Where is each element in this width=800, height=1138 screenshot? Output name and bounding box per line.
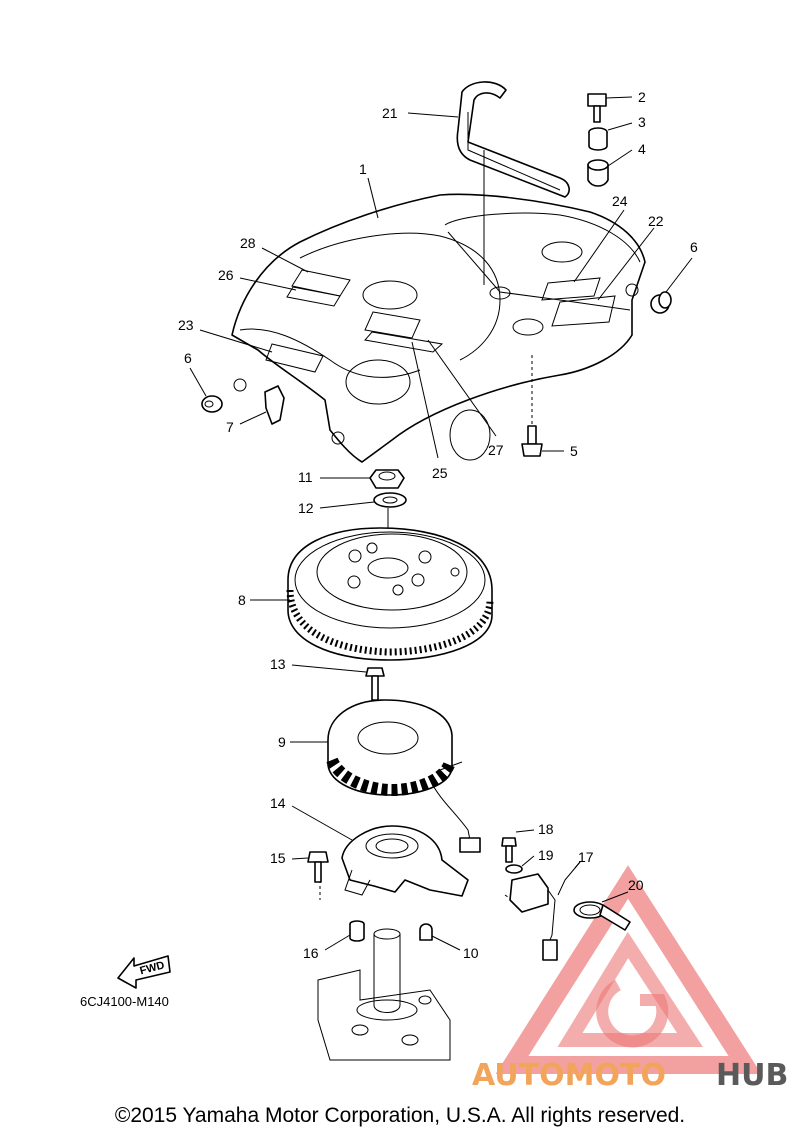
callout-19: 19: [521, 847, 554, 867]
svg-text:12: 12: [298, 500, 314, 516]
svg-text:14: 14: [270, 795, 286, 811]
svg-text:26: 26: [218, 267, 234, 283]
svg-text:21: 21: [382, 105, 398, 121]
svg-text:3: 3: [638, 114, 646, 130]
base-plate: [319, 825, 521, 906]
svg-text:2: 2: [638, 89, 646, 105]
svg-text:13: 13: [270, 656, 286, 672]
callout-25: 25: [411, 341, 448, 481]
svg-text:11: 11: [298, 469, 313, 485]
fwd-arrow-icon: FWD: [117, 955, 171, 989]
callout-8: 8: [238, 592, 290, 608]
svg-text:27: 27: [488, 442, 504, 458]
pulser-coil: [509, 861, 581, 961]
callout-10: 10: [431, 935, 479, 961]
svg-text:20: 20: [628, 877, 644, 893]
callout-28: 28: [240, 235, 309, 273]
callout-15: 15: [270, 850, 309, 866]
callout-22: 22: [597, 213, 664, 301]
callout-27: 27: [427, 339, 504, 458]
callout-4: 4: [607, 141, 646, 167]
washer: [373, 492, 407, 508]
washer-19: [505, 864, 523, 874]
stator: [326, 699, 481, 853]
svg-text:10: 10: [463, 945, 479, 961]
cover-clip: [264, 385, 285, 425]
screw-18: [501, 837, 517, 863]
callout-9: 9: [278, 734, 328, 750]
cover-bolt: [587, 93, 607, 123]
callout-2: 2: [605, 89, 646, 105]
callout-13: 13: [270, 656, 367, 673]
svg-text:4: 4: [638, 141, 646, 157]
callout-1: 1: [359, 161, 379, 219]
cable-band: [573, 901, 631, 931]
grommet-left: [201, 395, 223, 413]
callout-24: 24: [573, 193, 628, 283]
svg-text:AUTOMOTO: AUTOMOTO: [472, 1058, 666, 1093]
flywheel-cover: [231, 193, 646, 463]
svg-text:7: 7: [226, 419, 234, 435]
svg-text:16: 16: [303, 945, 319, 961]
callout-17: 17: [574, 849, 594, 869]
part-code: 6CJ4100-M140: [80, 994, 169, 1009]
cover-stud: [521, 355, 543, 457]
callout-7: 7: [226, 411, 267, 435]
callout-23: 23: [178, 317, 273, 353]
svg-text:9: 9: [278, 734, 286, 750]
crankshaft-block: [317, 928, 451, 1061]
flywheel: [286, 527, 494, 661]
dowel-pin: [349, 920, 365, 942]
svg-text:6: 6: [690, 239, 698, 255]
callout-20: 20: [601, 877, 644, 903]
grommet-right: [650, 291, 672, 314]
svg-text:15: 15: [270, 850, 286, 866]
callout-3: 3: [607, 114, 646, 131]
copyright-notice: ©2015 Yamaha Motor Corporation, U.S.A. A…: [114, 1104, 686, 1127]
svg-text:25: 25: [432, 465, 448, 481]
stator-bolt: [365, 667, 385, 701]
callout-6-right: 6: [665, 239, 698, 293]
svg-text:18: 18: [538, 821, 554, 837]
watermark-text: AUTOMOTO HUB: [472, 1058, 788, 1093]
callout-26: 26: [218, 267, 297, 291]
watermark-logo: [495, 865, 762, 1074]
callout-6-left: 6: [184, 350, 207, 397]
callout-18: 18: [515, 821, 554, 837]
callout-11: 11: [298, 469, 370, 485]
hose: [456, 81, 570, 285]
cover-collar: [588, 127, 608, 151]
svg-text:17: 17: [578, 849, 594, 865]
svg-text:1: 1: [359, 161, 367, 177]
callout-5: 5: [542, 443, 578, 459]
svg-text:8: 8: [238, 592, 246, 608]
svg-text:22: 22: [648, 213, 664, 229]
svg-text:24: 24: [612, 193, 628, 209]
cover-grommet-top: [587, 159, 609, 187]
base-bolt: [307, 851, 329, 883]
flywheel-nut: [369, 469, 405, 489]
callout-14: 14: [270, 795, 353, 841]
svg-text:23: 23: [178, 317, 194, 333]
callout-16: 16: [303, 934, 351, 961]
callout-21: 21: [382, 105, 459, 121]
svg-text:5: 5: [570, 443, 578, 459]
woodruff-key: [419, 923, 433, 941]
svg-text:6: 6: [184, 350, 192, 366]
svg-text:19: 19: [538, 847, 554, 863]
callout-12: 12: [298, 500, 375, 516]
svg-text:28: 28: [240, 235, 256, 251]
svg-text:HUB: HUB: [716, 1058, 788, 1093]
